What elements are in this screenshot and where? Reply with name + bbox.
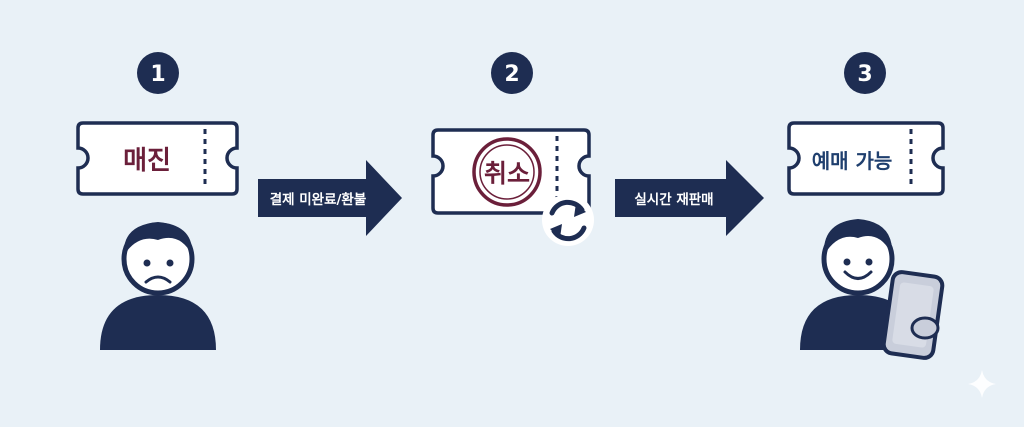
refresh-icon (542, 194, 594, 246)
sad-person-icon (100, 222, 216, 350)
step-3-number: 3 (857, 62, 872, 87)
step-2: 2 취소 (431, 52, 594, 246)
smartphone-icon (881, 270, 945, 360)
ticket-cancelled: 취소 (431, 128, 591, 215)
step-3: 3 예매 가능 (787, 52, 945, 360)
sparkle-icon (968, 370, 996, 398)
arrow-2: 실시간 재판매 (615, 160, 764, 236)
arrow-2-label: 실시간 재판매 (634, 191, 713, 208)
ticket-soldout: 매진 (76, 121, 239, 196)
step-3-badge (844, 52, 886, 94)
ticket-cancelled-label: 취소 (484, 159, 530, 188)
cancel-stamp: 취소 (472, 137, 542, 207)
arrow-1: 결제 미완료/환불 (258, 160, 402, 236)
step-1-number: 1 (150, 62, 165, 87)
step-2-badge (491, 52, 533, 94)
ticket-available: 예매 가능 (787, 121, 945, 196)
step-1: 1 매진 (76, 52, 239, 350)
arrow-1-label: 결제 미완료/환불 (270, 191, 367, 208)
ticket-soldout-label: 매진 (123, 146, 171, 176)
step-2-number: 2 (504, 62, 519, 87)
step-1-badge (137, 52, 179, 94)
ticket-available-label: 예매 가능 (812, 149, 893, 173)
